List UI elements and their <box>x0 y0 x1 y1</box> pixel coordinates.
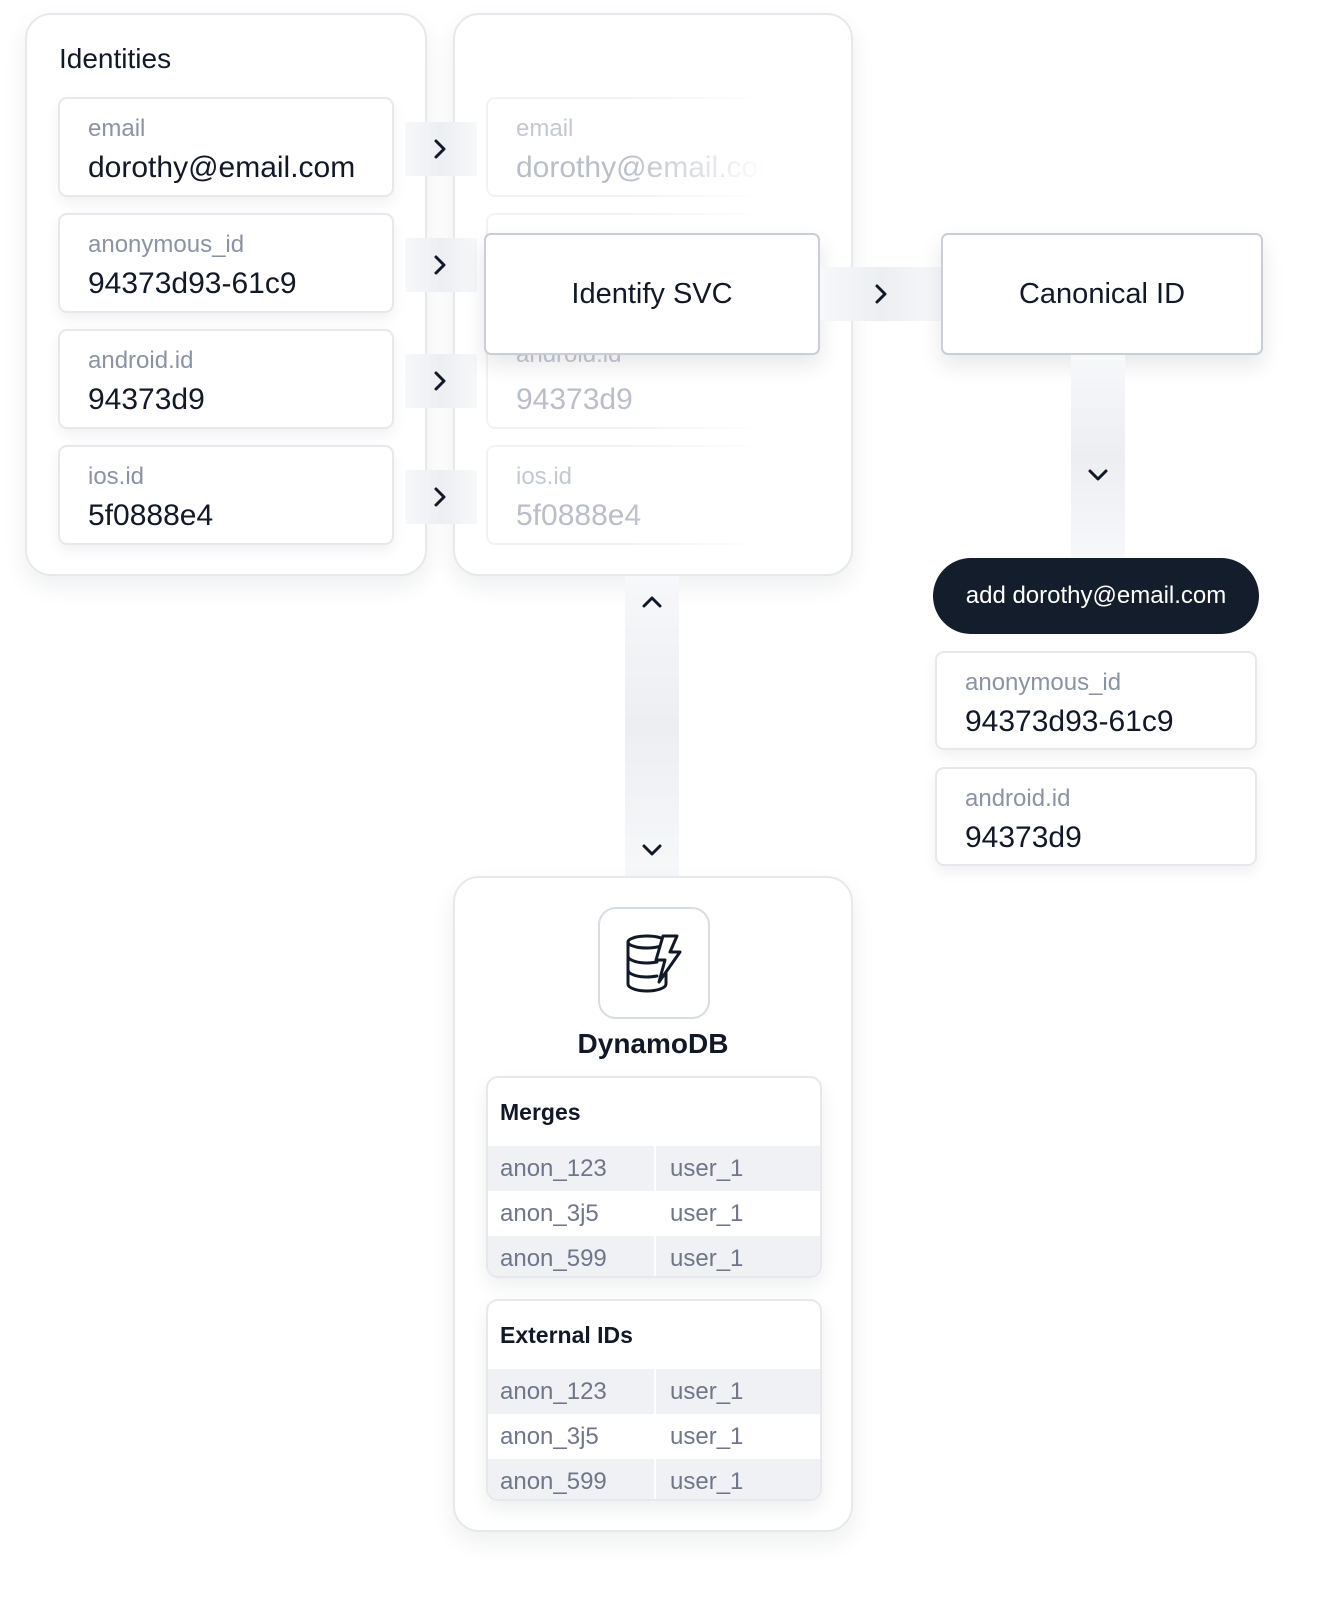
connector-canonical-pill <box>1071 355 1125 560</box>
table-cell: anon_3j5 <box>500 1423 599 1450</box>
canonical-key: anonymous_id <box>965 669 1122 696</box>
connector-email <box>405 122 477 176</box>
identity-key: anonymous_id <box>88 231 245 258</box>
canonical-card-android-id: android.id 94373d9 <box>935 767 1257 866</box>
table-cell: user_1 <box>654 1191 820 1236</box>
connector-ios-id <box>405 470 477 524</box>
table-cell: user_1 <box>654 1414 820 1459</box>
identity-value: 5f0888e4 <box>88 499 214 532</box>
chevron-down-icon <box>642 844 662 856</box>
chevron-right-icon <box>434 139 446 159</box>
faded-value: 5f0888e4 <box>516 499 642 532</box>
table-cell: anon_599 <box>500 1245 607 1272</box>
table-row: anon_123 user_1 <box>488 1146 820 1191</box>
table-cell: anon_123 <box>500 1378 607 1405</box>
identity-card-anonymous-id: anonymous_id 94373d93-61c9 <box>58 213 394 313</box>
chevron-right-icon <box>875 284 887 304</box>
identity-key: email <box>88 115 146 142</box>
identity-value: dorothy@email.com <box>88 151 356 184</box>
chevron-right-icon <box>434 255 446 275</box>
dynamodb-title: DynamoDB <box>577 1028 729 1059</box>
canonical-value: 94373d9 <box>965 821 1082 854</box>
canonical-card-anonymous-id: anonymous_id 94373d93-61c9 <box>935 651 1257 750</box>
identity-key: android.id <box>88 347 194 374</box>
canonical-id-box: Canonical ID <box>941 233 1263 355</box>
dynamodb-icon-box <box>598 907 710 1019</box>
table-cell: anon_599 <box>500 1468 607 1495</box>
identities-panel: Identities email dorothy@email.com anony… <box>25 13 427 576</box>
table-title: Merges <box>500 1099 581 1125</box>
table-cell: anon_123 <box>500 1155 607 1182</box>
connector-anonymous-id <box>405 238 477 292</box>
chevron-up-icon <box>642 596 662 608</box>
table-cell: user_1 <box>654 1369 820 1414</box>
table-cell: user_1 <box>654 1459 820 1499</box>
canonical-key: android.id <box>965 785 1071 812</box>
identity-value: 94373d93-61c9 <box>88 267 297 300</box>
identity-card-ios-id: ios.id 5f0888e4 <box>58 445 394 545</box>
table-row: anon_3j5 user_1 <box>488 1191 820 1236</box>
table-cell: anon_3j5 <box>500 1200 599 1227</box>
dynamodb-panel: DynamoDB Merges anon_123 user_1 anon_3j5… <box>453 876 853 1532</box>
faded-value: 94373d9 <box>516 383 633 416</box>
identity-value: 94373d9 <box>88 383 205 416</box>
table-row: anon_599 user_1 <box>488 1459 820 1499</box>
identity-card-android-id: android.id 94373d9 <box>58 329 394 429</box>
table-cell: user_1 <box>654 1236 820 1276</box>
faded-key: ios.id <box>516 463 573 490</box>
chevron-right-icon <box>434 487 446 507</box>
canonical-value: 94373d93-61c9 <box>965 705 1174 738</box>
table-row: anon_123 user_1 <box>488 1369 820 1414</box>
connector-identify-dynamodb <box>625 576 679 876</box>
add-identity-pill: add dorothy@email.com <box>933 558 1259 634</box>
chevron-down-icon <box>1088 469 1108 481</box>
table-cell: user_1 <box>654 1146 820 1191</box>
connector-identify-canonical <box>820 267 942 321</box>
table-row: anon_599 user_1 <box>488 1236 820 1276</box>
identity-card-email: email dorothy@email.com <box>58 97 394 197</box>
merges-table: Merges anon_123 user_1 anon_3j5 user_1 a… <box>486 1076 822 1278</box>
connector-android-id <box>405 354 477 408</box>
identify-svc-box: Identify SVC <box>484 233 820 355</box>
identity-key: ios.id <box>88 463 145 490</box>
identities-title: Identities <box>59 43 172 74</box>
table-row: anon_3j5 user_1 <box>488 1414 820 1459</box>
external-ids-table: External IDs anon_123 user_1 anon_3j5 us… <box>486 1299 822 1501</box>
faded-key: email <box>516 115 574 142</box>
table-title: External IDs <box>500 1322 633 1348</box>
dynamodb-icon <box>626 934 682 993</box>
chevron-right-icon <box>434 371 446 391</box>
